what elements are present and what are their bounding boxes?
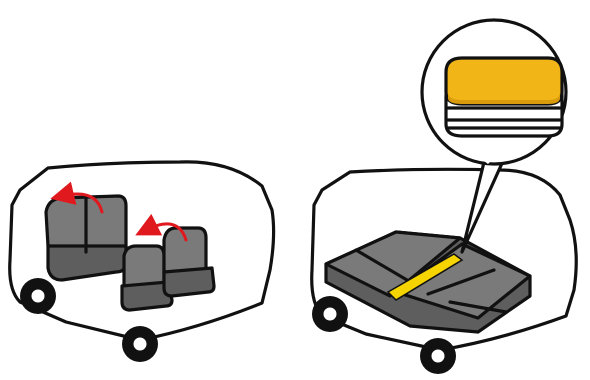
middle-seat-right [164,228,214,296]
folded-towel-icon [446,58,562,136]
right-van-rear-wheel [420,338,456,374]
callout-bubble [422,20,566,164]
right-van-front-wheel [312,296,348,332]
rear-bench-seat [46,196,126,280]
right-van [312,150,577,374]
left-van-rear-wheel [122,326,158,362]
left-van-front-wheel [20,278,56,314]
left-van [10,162,274,362]
